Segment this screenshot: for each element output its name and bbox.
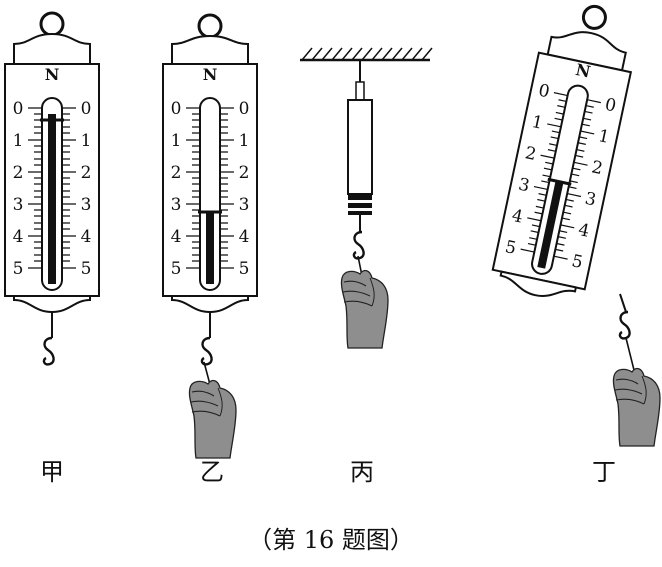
scale-ding-left-num-3: 3 [517,175,532,197]
scale-jia-left-num-4: 4 [13,227,24,247]
scale-yi-hook [200,336,213,366]
scale-ding-right-num-0: 0 [603,95,618,117]
scale-yi-hand [188,379,237,459]
scale-jia-right-num-0: 0 [81,99,92,119]
label-yi: 乙 [200,458,224,486]
scale-jia-hook [42,336,55,366]
scale-jia-left-num-0: 0 [13,99,24,119]
scale-jia-left-num-5: 5 [13,259,24,279]
scale-ding-hook [618,310,631,340]
scale-yi-right-num-0: 0 [239,99,250,119]
scale-ding-right-num-5: 5 [570,251,585,273]
scale-bing [300,47,433,349]
label-ding: 丁 [592,458,616,486]
scale-yi-left-num-2: 2 [171,163,182,183]
scale-ding-right-num-1: 1 [596,126,611,148]
scale-bing-body [347,99,373,195]
scale-jia-left-num-3: 3 [13,195,24,215]
scale-yi-right-num-1: 1 [239,131,250,151]
scale-yi-left-num-3: 3 [171,195,182,215]
figure-caption: （第 16 题图） [248,526,414,554]
scale-yi-right-num-5: 5 [239,259,250,279]
scale-ding-left-num-5: 5 [503,237,518,259]
scale-bing-hand [340,269,389,349]
scale-ding-hand [612,367,661,447]
scale-ding-right-num-4: 4 [576,220,591,242]
scale-jia-left-num-1: 1 [13,131,24,151]
scale-jia-right-num-2: 2 [81,163,92,183]
scale-yi-right-num-2: 2 [239,163,250,183]
scale-jia-unit: N [45,65,60,84]
scale-jia-right-num-5: 5 [81,259,92,279]
scale-ding-left-num-2: 2 [523,143,538,165]
scale-jia-ticks [28,107,76,269]
label-bing: 丙 [350,458,374,486]
scale-yi-left-num-4: 4 [171,227,182,247]
scale-ding: N 0 1 2 3 4 5 0 1 2 3 4 5 [491,4,661,447]
scale-jia-left-num-2: 2 [13,163,24,183]
scale-ding-left-num-0: 0 [537,81,552,103]
ceiling-hatch [301,47,433,61]
scale-jia-right-num-3: 3 [81,195,92,215]
scale-ding-unit: N [574,60,592,82]
scale-yi-left-num-1: 1 [171,131,182,151]
label-jia: 甲 [40,458,64,486]
scale-yi-left-num-0: 0 [171,99,182,119]
scale-yi-unit: N [203,65,218,84]
scale-ding-right-num-2: 2 [590,157,605,179]
scale-jia-right-num-1: 1 [81,131,92,151]
scale-yi-right-num-4: 4 [239,227,250,247]
scale-jia-right-num-4: 4 [81,227,92,247]
scale-bing-hook [352,230,365,260]
scale-jia: N 0 1 2 3 4 5 0 1 2 3 4 5 [4,11,100,366]
scale-ding-left-num-4: 4 [510,206,525,228]
scale-yi: N 0 1 2 3 4 5 0 1 2 3 4 5 [162,13,258,459]
scale-yi-left-num-5: 5 [171,259,182,279]
scale-ding-left-num-1: 1 [530,112,545,134]
scale-yi-right-num-3: 3 [239,195,250,215]
scale-ding-right-num-3: 3 [583,189,598,211]
